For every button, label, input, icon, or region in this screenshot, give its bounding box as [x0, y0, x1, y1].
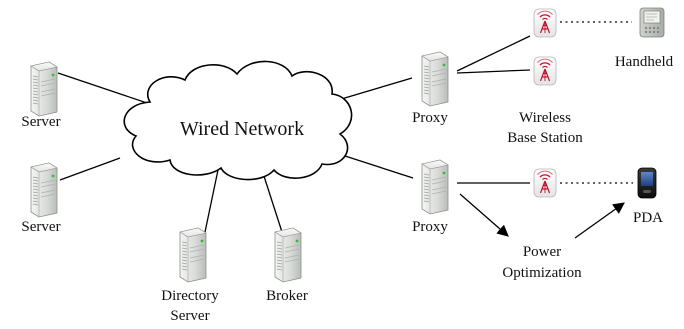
server-icon — [421, 159, 449, 215]
server-bottom-label: Server — [21, 219, 60, 235]
proxy-top-node: Proxy — [412, 51, 449, 126]
broker-node: Broker — [266, 227, 308, 304]
antenna-icon — [533, 168, 557, 198]
wireless-label-line1: Wireless — [519, 110, 571, 126]
handheld-icon — [639, 7, 665, 38]
server-top-label: Server — [21, 114, 60, 130]
wireless-base-station-label: Wireless Base Station — [507, 110, 583, 146]
handheld-node: Handheld — [615, 7, 674, 70]
pda-node: PDA — [633, 167, 663, 226]
power-label-line2: Optimization — [502, 265, 582, 281]
edge-broker-cloud — [261, 169, 283, 233]
antenna-icon — [533, 8, 557, 38]
server-icon — [179, 227, 207, 283]
server-top-node: Server — [21, 61, 61, 130]
handheld-label: Handheld — [615, 54, 674, 70]
server-icon — [30, 162, 58, 218]
antenna-icon — [533, 56, 557, 86]
broker-label: Broker — [266, 288, 308, 304]
proxy-top-label: Proxy — [412, 110, 448, 126]
wireless-label-line2: Base Station — [507, 130, 583, 146]
edge-server-top-cloud — [57, 72, 151, 105]
power-optimization-node: Power Optimization — [502, 244, 582, 281]
power-label-line1: Power — [523, 244, 561, 260]
server-icon — [30, 61, 58, 117]
server-bottom-node: Server — [21, 162, 61, 235]
directory-server-node: Directory Server — [161, 227, 219, 324]
arrow-proxy-power — [459, 193, 509, 237]
proxy-bottom-label: Proxy — [412, 219, 448, 235]
proxy-bottom-node: Proxy — [412, 159, 449, 235]
edge-cloud-proxy-top — [337, 77, 413, 101]
arrow-power-pda — [574, 202, 625, 239]
directory-server-label-line1: Directory — [161, 288, 219, 304]
cloud-label: Wired Network — [180, 118, 304, 140]
edge-proxy-antenna-top — [456, 35, 531, 72]
directory-server-label-line2: Server — [170, 308, 209, 324]
edge-proxy-antenna-mid — [456, 69, 531, 74]
edge-cloud-proxy-bottom — [341, 154, 414, 179]
server-icon — [421, 51, 449, 107]
pda-label: PDA — [633, 210, 663, 226]
edge-directory-cloud — [204, 169, 219, 233]
server-icon — [274, 227, 302, 283]
cloud-icon: Wired Network — [123, 60, 353, 181]
edge-server-bottom-cloud — [59, 157, 121, 181]
pda-icon — [637, 167, 657, 199]
connections — [57, 21, 633, 239]
